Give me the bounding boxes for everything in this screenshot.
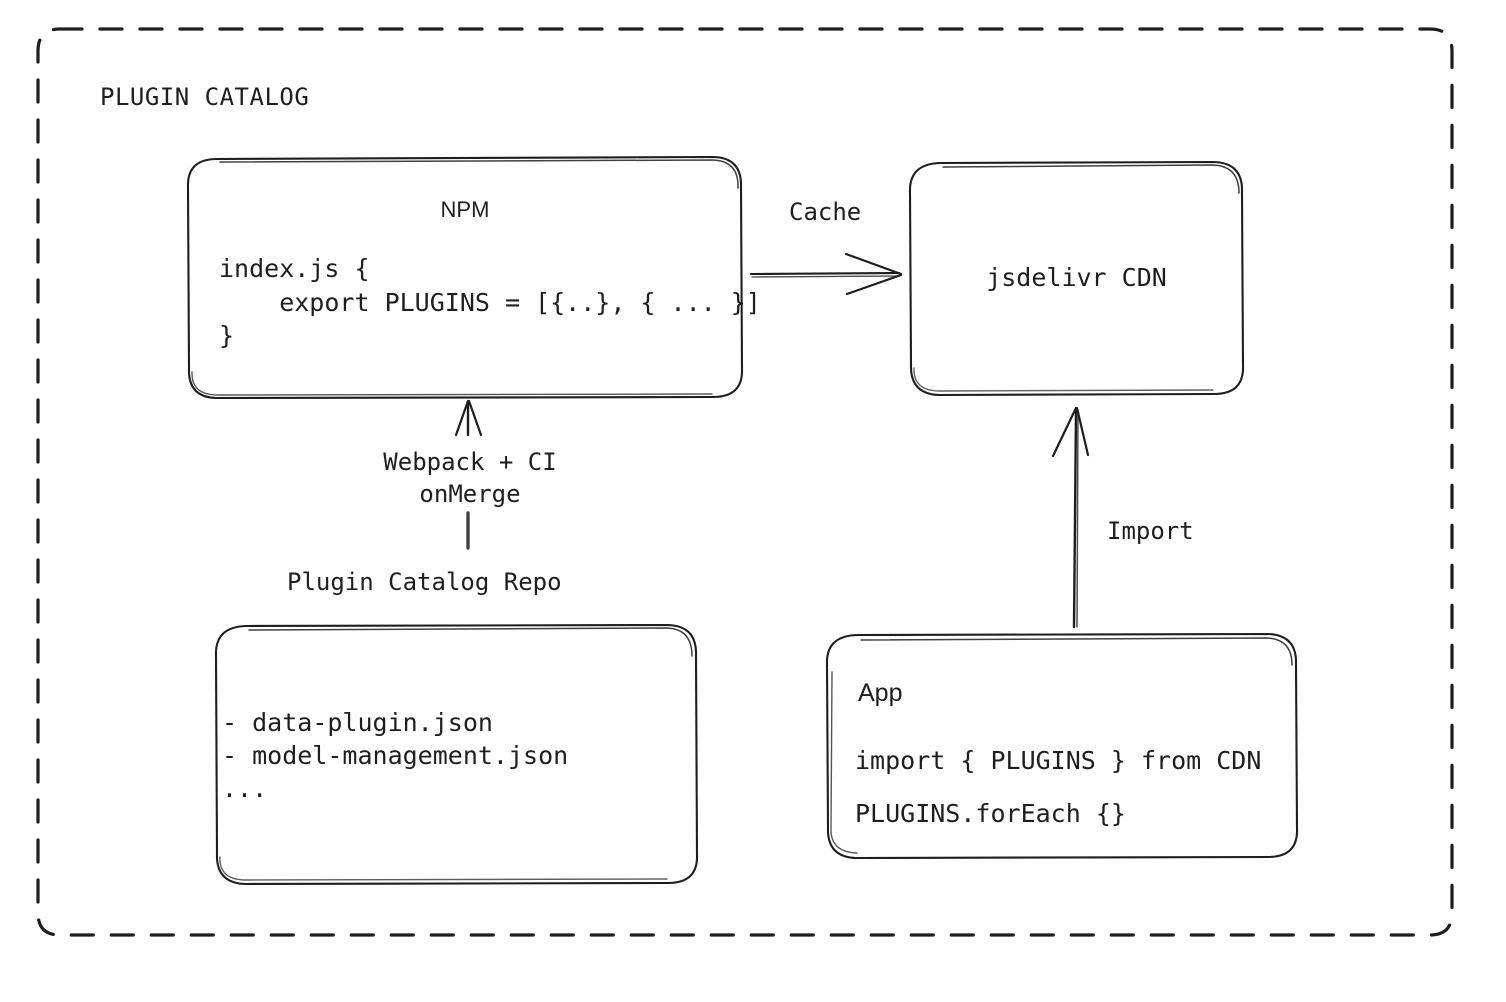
npm-code-block: index.js { export PLUGINS = [{..}, { ...… (219, 252, 761, 353)
repo-file-item: ... (222, 774, 268, 803)
repo-file-list: - data-plugin.json - model-management.jso… (222, 706, 568, 805)
cache-arrow (749, 252, 903, 296)
repo-file-item: - data-plugin.json (222, 708, 493, 737)
npm-code-line: export PLUGINS = [{..}, { ... }] (219, 287, 761, 317)
plugin-catalog-title: PLUGIN CATALOG (100, 83, 310, 111)
app-node-title: App (858, 679, 903, 707)
cache-edge-label: Cache (789, 198, 862, 226)
npm-node-title: NPM (440, 197, 490, 222)
plugin-catalog-repo-caption: Plugin Catalog Repo (287, 568, 562, 596)
app-code-line: import { PLUGINS } from CDN (855, 746, 1262, 775)
repo-file-item: - model-management.json (222, 741, 569, 770)
jsdelivr-cdn-node-title: jsdelivr CDN (986, 263, 1167, 292)
app-code-block: import { PLUGINS } from CDN PLUGINS.forEa… (855, 735, 1261, 840)
app-code-line: PLUGINS.forEach {} (855, 798, 1126, 828)
build-edge-label-line2: onMerge (419, 480, 521, 509)
import-edge-label: Import (1107, 517, 1194, 545)
npm-code-line: index.js { (219, 254, 370, 283)
build-edge-label-line1: Webpack + CI (383, 448, 557, 476)
npm-code-line: } (219, 321, 235, 350)
import-arrow (1051, 406, 1090, 629)
build-edge-label: Webpack + CI onMerge (372, 446, 568, 511)
